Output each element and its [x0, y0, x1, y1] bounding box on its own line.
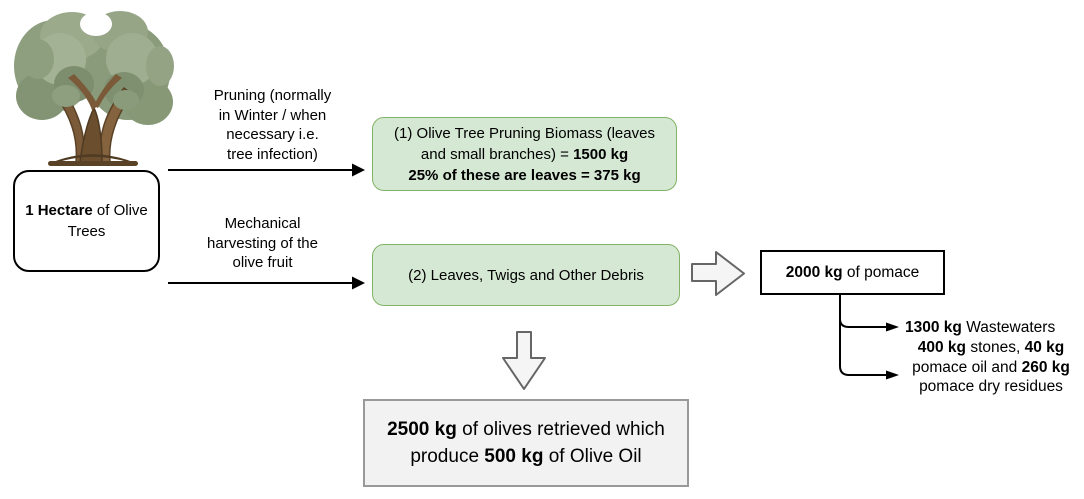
tree-foliage: [14, 11, 174, 125]
pomace-branch-connector: [839, 295, 899, 380]
biomass-line2-bold: 1500 kg: [573, 145, 629, 163]
harvesting-arrow: [168, 276, 365, 290]
biomass-line-2: and small branches) = 1500 kg: [421, 144, 628, 165]
hectare-rest-text: of Olive Trees: [67, 202, 148, 240]
wastewaters-bold-text: 1300 kg: [905, 319, 962, 336]
hectare-box-label: 1 Hectare of Olive Trees: [15, 200, 158, 242]
olives-line-2: produce 500 kg of Olive Oil: [410, 443, 641, 470]
byproducts-line-2: pomace oil and 260 kg: [898, 358, 1084, 378]
block-arrow-down-icon: [502, 331, 546, 390]
pomace-box-label: 2000 kg of pomace: [786, 262, 920, 283]
tree-trunk: [48, 74, 138, 166]
pomace-box: 2000 kg of pomace: [760, 250, 945, 295]
pomace-rest-text: of pomace: [842, 264, 920, 281]
byproducts-bold: 40 kg: [1024, 339, 1065, 356]
tree-foliage-front: [52, 85, 139, 110]
olive-tree-image: [14, 11, 174, 166]
pruning-arrow: [168, 163, 365, 177]
biomass-line-3: 25% of these are leaves = 375 kg: [408, 165, 640, 186]
byproducts-line-3: pomace dry residues: [898, 377, 1084, 397]
hectare-bold-text: 1 Hectare: [25, 202, 93, 219]
wastewaters-label: 1300 kg Wastewaters: [905, 318, 1055, 338]
pruning-label-line: necessary i.e.: [226, 126, 319, 143]
byproducts-regular: pomace oil and: [912, 358, 1022, 376]
pruning-label-line: Pruning (normally: [213, 87, 332, 104]
byproducts-bold: 400 kg: [917, 339, 967, 356]
biomass-line3-bold: 25% of these are leaves = 375 kg: [408, 166, 641, 184]
debris-box: (2) Leaves, Twigs and Other Debris: [372, 244, 680, 306]
pruning-label-line: in Winter / when: [218, 106, 327, 124]
harvesting-label-line: Mechanical: [224, 215, 301, 232]
biomass-line-1: (1) Olive Tree Pruning Biomass (leaves: [394, 124, 655, 142]
olives-line1-rest: of olives retrieved which: [456, 419, 665, 440]
byproducts-regular: pomace dry residues: [919, 378, 1063, 395]
pomace-bold-text: 2000 kg: [785, 264, 843, 281]
byproducts-regular: stones,: [966, 339, 1025, 356]
olives-line-1: 2500 kg of olives retrieved which: [387, 416, 665, 443]
harvesting-flow-label: Mechanical harvesting of the olive fruit: [180, 214, 345, 273]
olives-box: 2500 kg of olives retrieved which produc…: [363, 399, 689, 487]
block-arrow-right-icon: [691, 251, 745, 296]
wastewaters-rest-text: Wastewaters: [961, 319, 1056, 336]
harvesting-label-line: harvesting of the: [207, 234, 318, 252]
biomass-box: (1) Olive Tree Pruning Biomass (leaves a…: [372, 117, 677, 191]
byproducts-line-1: 400 kg stones, 40 kg: [898, 338, 1084, 358]
hectare-box: 1 Hectare of Olive Trees: [13, 170, 160, 272]
byproducts-bold: 260 kg: [1021, 358, 1070, 376]
byproducts-label: 400 kg stones, 40 kg pomace oil and 260 …: [898, 338, 1084, 397]
olives-line1-bold: 2500 kg: [387, 419, 457, 440]
olives-line2-bold: 500 kg: [484, 446, 544, 467]
debris-box-label: (2) Leaves, Twigs and Other Debris: [408, 266, 644, 284]
olives-line2-pre: produce: [410, 446, 485, 467]
olives-line2-rest: of Olive Oil: [543, 446, 642, 467]
pruning-label-line: tree infection): [227, 145, 318, 163]
harvesting-label-line: olive fruit: [232, 254, 293, 271]
pruning-flow-label: Pruning (normally in Winter / when neces…: [190, 86, 355, 164]
biomass-line2-regular: and small branches) =: [420, 145, 574, 163]
